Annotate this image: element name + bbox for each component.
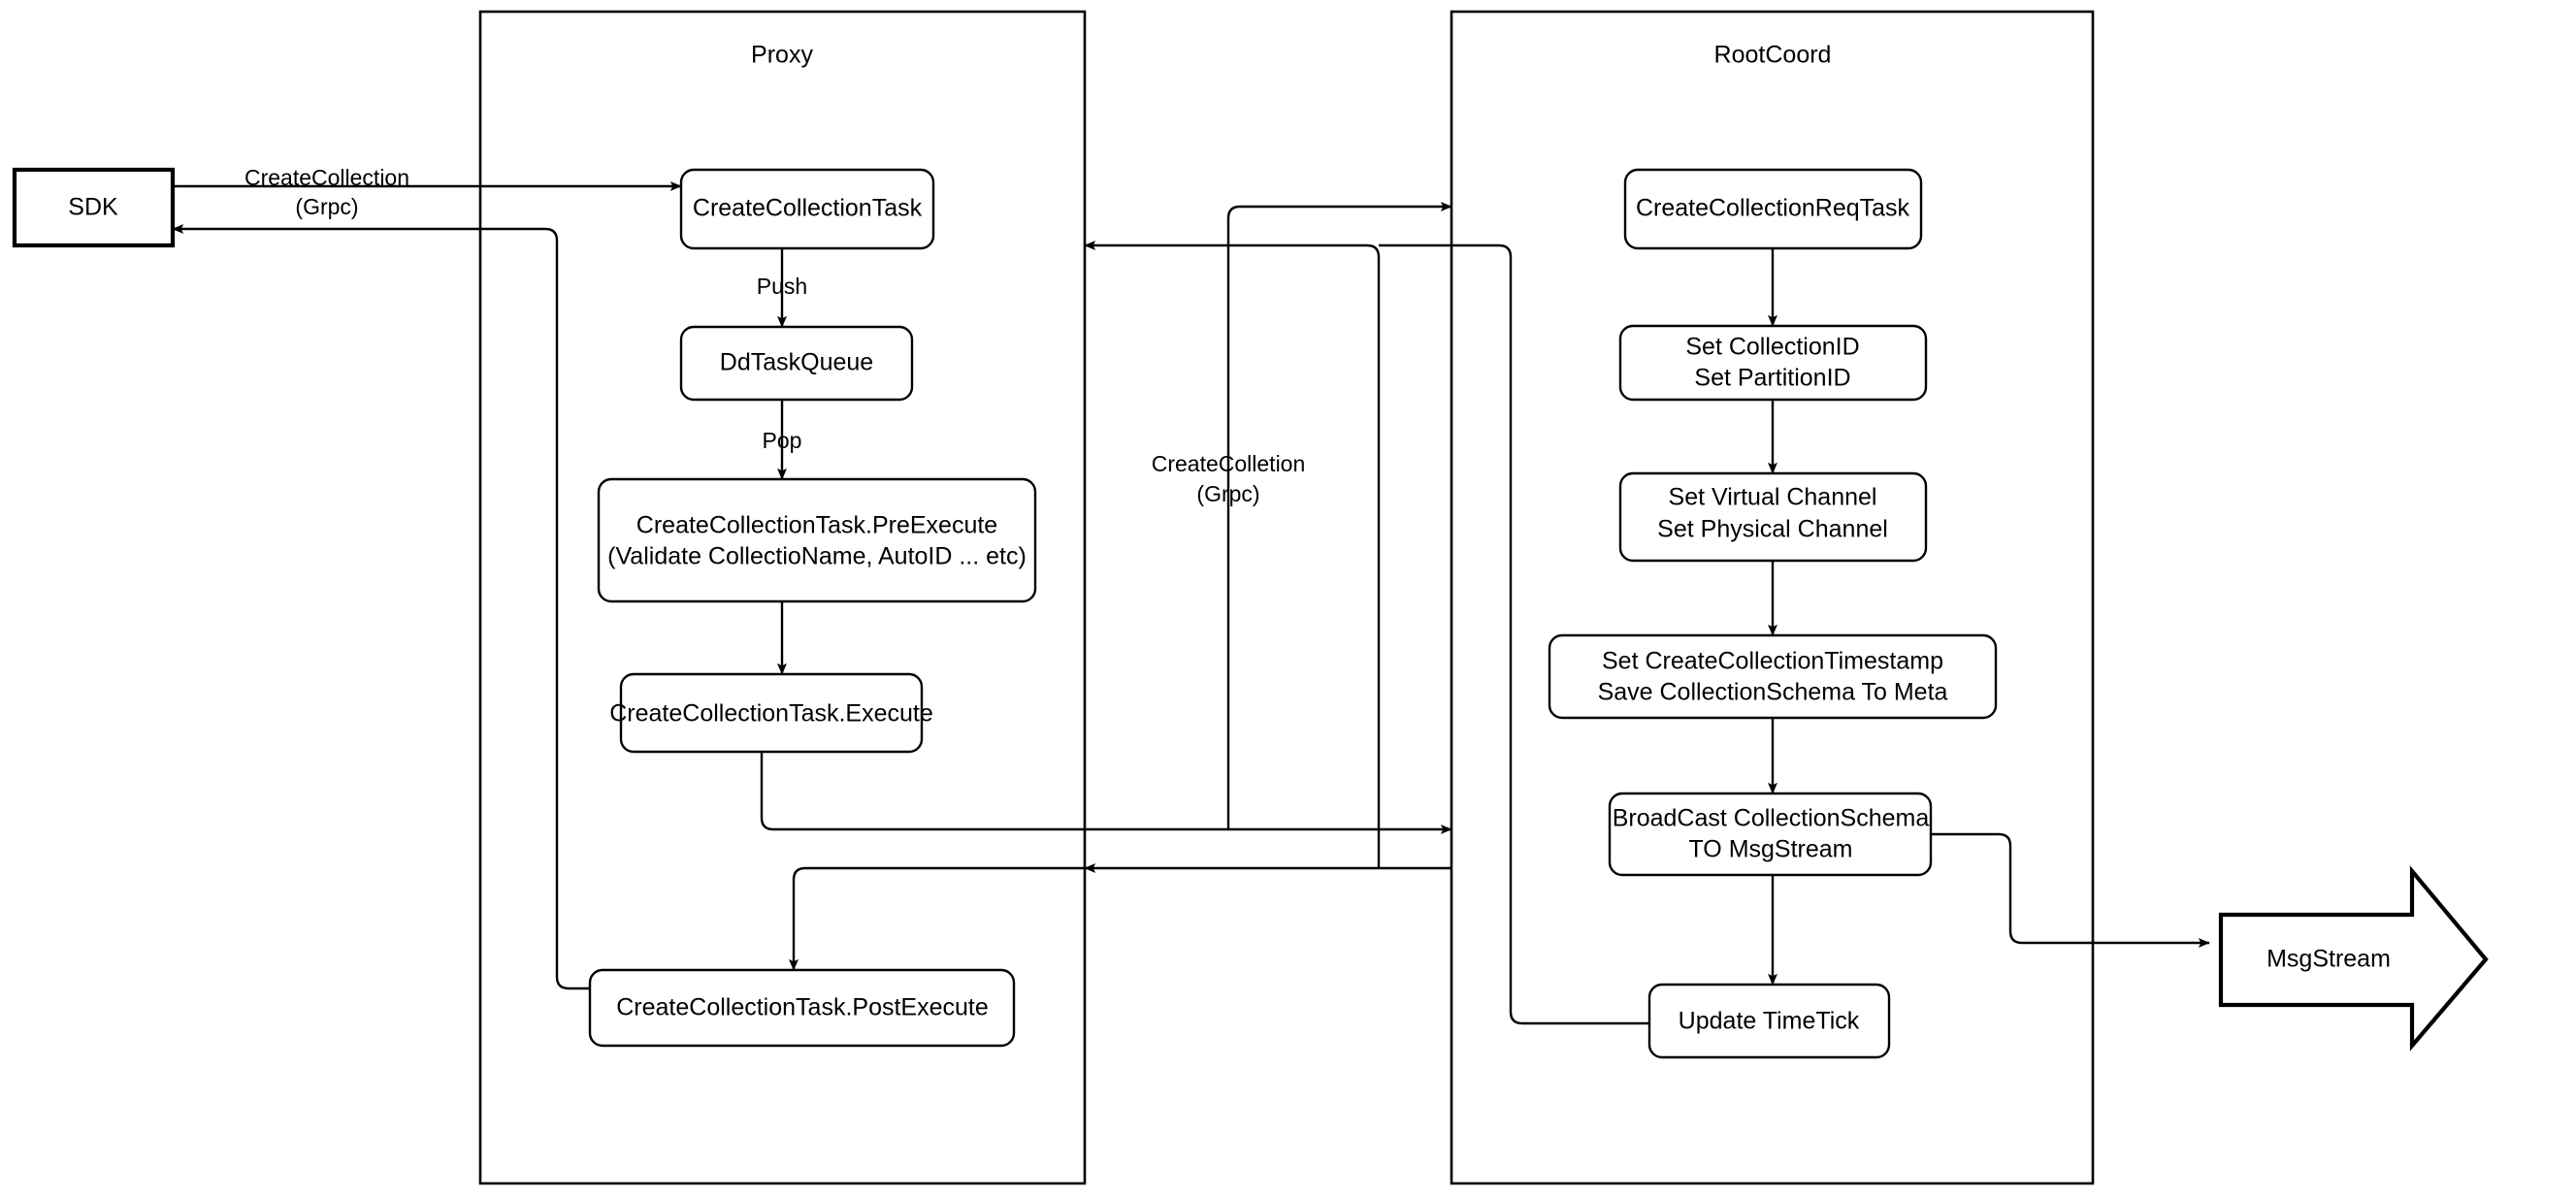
node-post-execute[interactable]: CreateCollectionTask.PostExecute: [588, 968, 1016, 1048]
update-timetick-label: Update TimeTick: [1679, 1008, 1860, 1035]
set-channels-box[interactable]: [1618, 471, 1928, 563]
node-set-ids[interactable]: Set CollectionID Set PartitionID: [1618, 324, 1928, 402]
set-timestamp-label-line1: Set CreateCollectionTimestamp: [1602, 648, 1943, 675]
sdk-label: SDK: [68, 194, 118, 221]
proxy-title: Proxy: [751, 42, 813, 69]
create-collection-req-task-label: CreateCollectionReqTask: [1636, 195, 1910, 222]
set-timestamp-box[interactable]: [1548, 633, 1998, 720]
edge-broadcast-to-msgstream: [1931, 832, 2210, 948]
container-proxy: Proxy: [478, 10, 1087, 1185]
edge-return-to-post-execute: [789, 866, 1085, 971]
dd-task-queue-label: DdTaskQueue: [720, 349, 873, 376]
node-pre-execute[interactable]: CreateCollectionTask.PreExecute (Validat…: [597, 477, 1037, 603]
node-create-collection-req-task[interactable]: CreateCollectionReqTask: [1623, 168, 1923, 250]
dd-task-queue-box[interactable]: [679, 325, 914, 402]
node-set-timestamp[interactable]: Set CreateCollectionTimestamp Save Colle…: [1548, 633, 1998, 720]
msgstream-label: MsgStream: [2266, 946, 2391, 973]
node-set-channels[interactable]: Set Virtual Channel Set Physical Channel: [1618, 471, 1928, 563]
set-ids-label-line2: Set PartitionID: [1694, 365, 1850, 392]
node-create-collection-task[interactable]: CreateCollectionTask: [679, 168, 935, 250]
broadcast-label-line1: BroadCast CollectionSchema: [1613, 805, 1930, 832]
node-msgstream[interactable]: MsgStream: [2218, 865, 2489, 1051]
node-sdk[interactable]: SDK: [12, 167, 176, 248]
proxy-container-box: [478, 10, 1087, 1185]
edge-rootcoord-response-riser: [1084, 241, 1381, 868]
execute-box[interactable]: [619, 672, 924, 754]
node-broadcast[interactable]: BroadCast CollectionSchema TO MsgStream: [1608, 792, 1933, 877]
sdk-box[interactable]: [12, 167, 176, 248]
edge-proxy-to-rootcoord-grpc: [1226, 202, 1452, 829]
edge-label-push: Push: [757, 274, 807, 299]
rootcoord-container-box: [1450, 10, 2095, 1185]
container-rootcoord: RootCoord: [1450, 10, 2095, 1185]
edge-update-timetick-return: [1379, 243, 1649, 1025]
set-ids-label-line1: Set CollectionID: [1685, 334, 1859, 361]
node-update-timetick[interactable]: Update TimeTick: [1647, 983, 1891, 1059]
set-ids-box[interactable]: [1618, 324, 1928, 402]
create-collection-req-task-box[interactable]: [1623, 168, 1923, 250]
set-channels-label-line2: Set Physical Channel: [1657, 516, 1888, 543]
update-timetick-box[interactable]: [1647, 983, 1891, 1059]
rootcoord-title: RootCoord: [1714, 42, 1832, 69]
edge-label-create-colletion-grpc-line2: (Grpc): [1196, 481, 1259, 506]
node-execute[interactable]: CreateCollectionTask.Execute: [609, 672, 933, 754]
broadcast-label-line2: TO MsgStream: [1688, 836, 1852, 863]
pre-execute-label-line2: (Validate CollectioName, AutoID ... etc): [607, 543, 1027, 570]
set-timestamp-label-line2: Save CollectionSchema To Meta: [1598, 679, 1948, 706]
edge-label-create-colletion-grpc-line1: CreateColletion: [1152, 451, 1306, 476]
edge-execute-to-rootcoord: [760, 752, 1452, 834]
edge-label-create-collection-grpc-line1: CreateCollection: [245, 165, 409, 190]
post-execute-label: CreateCollectionTask.PostExecute: [616, 994, 989, 1021]
edge-label-create-collection-grpc-line2: (Grpc): [295, 194, 358, 219]
node-dd-task-queue[interactable]: DdTaskQueue: [679, 325, 914, 402]
edge-label-pop: Pop: [763, 428, 802, 453]
create-collection-task-box[interactable]: [679, 168, 935, 250]
pre-execute-box[interactable]: [597, 477, 1037, 603]
post-execute-box[interactable]: [588, 968, 1016, 1048]
broadcast-box[interactable]: [1608, 792, 1933, 877]
execute-label: CreateCollectionTask.Execute: [609, 700, 933, 728]
create-collection-task-label: CreateCollectionTask: [693, 195, 923, 222]
msgstream-arrow-shape[interactable]: [2218, 865, 2489, 1051]
edge-post-execute-to-sdk: [172, 224, 590, 990]
set-channels-label-line1: Set Virtual Channel: [1669, 484, 1877, 511]
pre-execute-label-line1: CreateCollectionTask.PreExecute: [636, 512, 997, 539]
